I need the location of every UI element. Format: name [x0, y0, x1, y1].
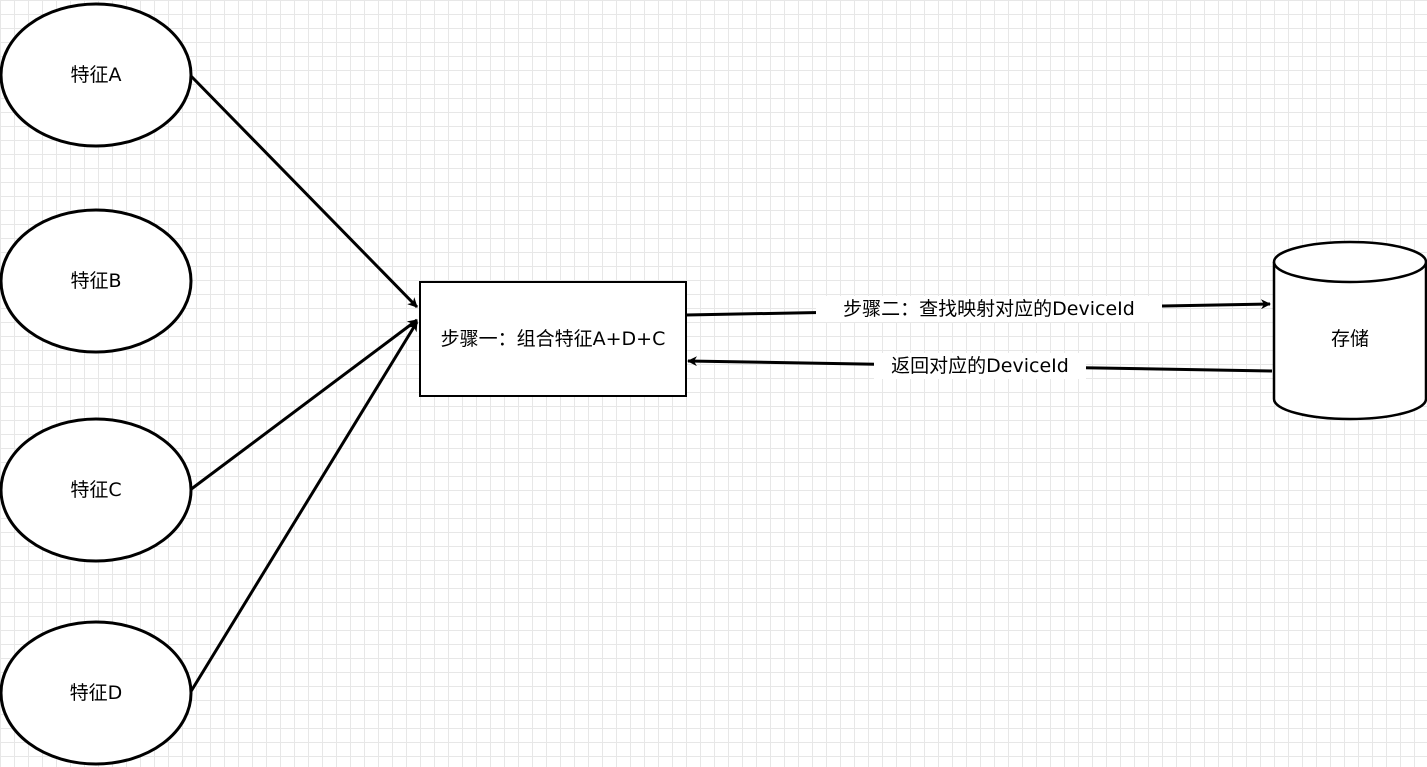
step2-label-bg [816, 296, 1162, 322]
feature-node-c: 特征C [0, 417, 193, 563]
step2-edge-label: 步骤二：查找映射对应的DeviceId [843, 298, 1135, 320]
feature-node-d-shape [0, 620, 193, 766]
storage-cylinder-top [1272, 240, 1427, 284]
step1-node: 步骤一：组合特征A+D+C [419, 281, 687, 397]
feature-node-b: 特征B [0, 208, 193, 354]
feature-node-d: 特征D [0, 620, 193, 766]
feature-node-b-label: 特征B [70, 270, 121, 292]
return-label-bg [874, 353, 1086, 379]
step1-box [419, 281, 687, 397]
edge-feature-d-to-step1 [188, 321, 419, 694]
feature-node-a: 特征A [0, 2, 193, 148]
return-edge-label: 返回对应的DeviceId [891, 355, 1069, 377]
storage-node: 存储 [1272, 240, 1427, 421]
step1-label: 步骤一：组合特征A+D+C [441, 328, 666, 350]
feature-node-a-shape [0, 2, 193, 148]
feature-node-c-shape [0, 417, 193, 563]
storage-label: 存储 [1331, 328, 1369, 350]
edge-feature-a-to-step1 [188, 73, 419, 309]
feature-node-c-label: 特征C [70, 479, 121, 501]
feature-node-d-label: 特征D [70, 682, 123, 704]
feature-node-a-label: 特征A [71, 64, 122, 86]
edge-feature-c-to-step1 [189, 318, 418, 492]
feature-node-b-shape [0, 208, 193, 354]
storage-cylinder-body [1272, 262, 1427, 421]
